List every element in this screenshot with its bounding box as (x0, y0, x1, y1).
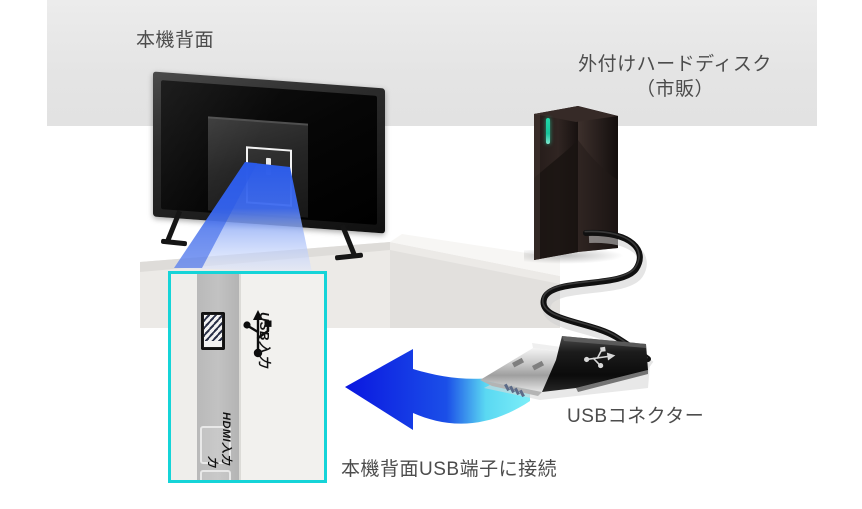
hdd-led-indicator (546, 118, 550, 144)
usb-port-socket (201, 312, 225, 350)
magnifier-beam (174, 162, 312, 272)
usb-port-socket-inner (204, 315, 222, 347)
inset-left-edge (171, 274, 197, 480)
inset-recessed-band (197, 274, 239, 480)
inset-hdmi-input-label-partial: 力 (206, 456, 218, 468)
label-external-hdd: 外付けハードディスク （市販） (550, 52, 800, 102)
back-panel-detail-inset: USB入力 HDMI入力 力 (168, 271, 327, 483)
usb-port-tab (204, 341, 222, 347)
label-connect-instruction: 本機背面USB端子に接続 (341, 459, 558, 480)
hdmi-port-2 (200, 470, 231, 480)
label-external-hdd-line2: （市販） (635, 79, 714, 100)
external-hard-disk (524, 100, 624, 265)
usb-type-a-plug (480, 336, 650, 400)
label-tv-back: 本機背面 (136, 30, 215, 51)
connection-arrow (345, 349, 530, 430)
hdd-body (534, 106, 618, 260)
label-usb-connector: USBコネクター (567, 406, 705, 427)
label-external-hdd-line1: 外付けハードディスク (578, 54, 772, 75)
hdmi-port-1 (200, 426, 231, 464)
inset-label-panel (239, 274, 324, 480)
inset-usb-input-label: USB入力 (257, 312, 272, 368)
inset-hdmi-input-label: HDMI入力 (220, 412, 232, 466)
inset-panel-divider (239, 274, 241, 480)
usb-trident-icon (243, 310, 272, 358)
